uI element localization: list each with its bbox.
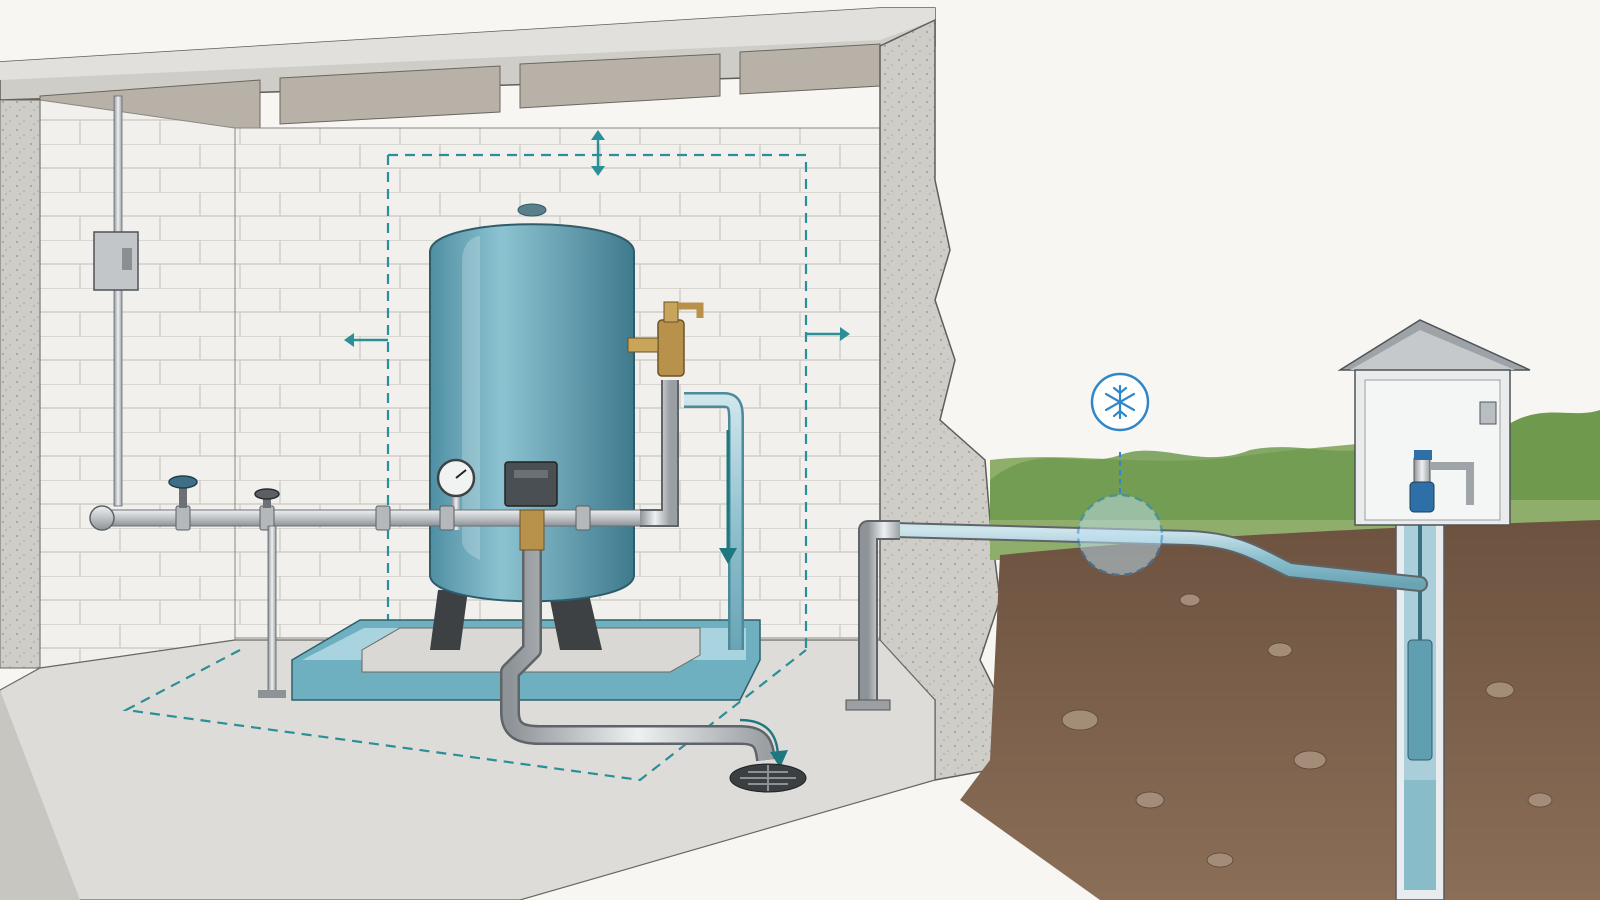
- floor-slab: [0, 639, 936, 900]
- check-valve: [1409, 481, 1435, 513]
- submersible-pump: [1407, 639, 1433, 761]
- clearance-arrows: [344, 130, 850, 347]
- valve-handle-icon-secondary: [254, 488, 280, 508]
- underground-supply-line: [887, 522, 1428, 592]
- pitless-adapter-valve: [1409, 450, 1474, 513]
- well-house: [1337, 319, 1531, 526]
- wall-entry-pipe: [845, 520, 900, 711]
- pressure-switch: [504, 461, 558, 507]
- tank-tee-fitting: [519, 509, 545, 551]
- valve-handle-icon: [168, 475, 198, 508]
- electrical-box-icon: [1479, 401, 1497, 425]
- frost-protection-callout: [1076, 372, 1164, 577]
- floor-drain-icon: [729, 763, 807, 793]
- left-wall: [39, 99, 236, 669]
- pipe-supports: [258, 525, 286, 698]
- pressure-relief-valve: [627, 301, 704, 377]
- relief-discharge-line: [684, 392, 744, 650]
- main-supply-pipe: [89, 380, 679, 531]
- clearance-zone: [122, 153, 808, 782]
- well-casing: [1395, 499, 1445, 900]
- electrical-conduit: [93, 95, 139, 507]
- drain-line: [500, 509, 788, 768]
